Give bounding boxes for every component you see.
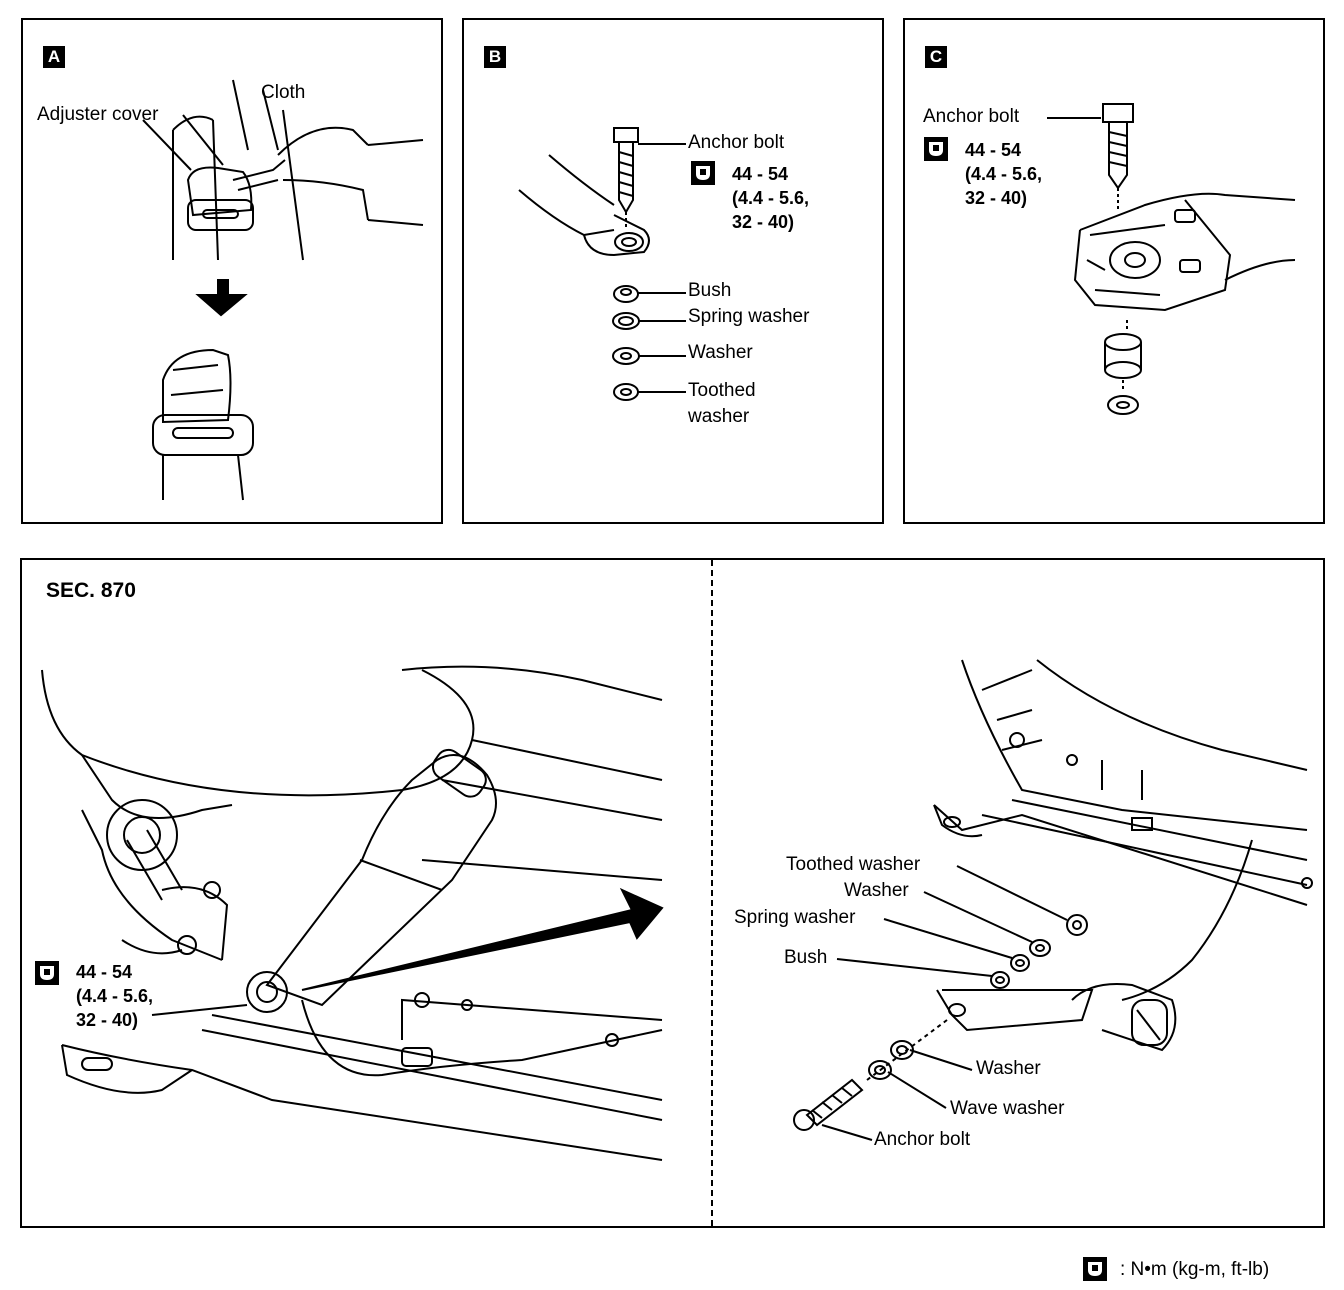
torque-spec-b: 44 - 54 (4.4 - 5.6, 32 - 40) xyxy=(732,162,809,234)
spring-washer-label-main: Spring washer xyxy=(734,907,856,928)
anchor-bolt-exploded-b xyxy=(518,127,686,401)
torque-c-line1: 44 - 54 xyxy=(965,140,1022,160)
washer-label-lower: Washer xyxy=(976,1058,1041,1079)
torque-b-line3: 32 - 40) xyxy=(732,212,795,232)
torque-c-line2: (4.4 - 5.6, xyxy=(965,164,1043,184)
spring-washer-label: Spring washer xyxy=(688,306,810,327)
torque-main-line3: 32 - 40) xyxy=(76,1010,139,1030)
bush-label-main: Bush xyxy=(784,947,828,968)
toothed-washer-label-1: Toothed xyxy=(688,380,756,401)
anchor-exploded-illustration xyxy=(793,659,1313,1141)
toothed-washer-label-2: washer xyxy=(688,406,750,427)
wave-washer-label: Wave washer xyxy=(950,1098,1065,1119)
toothed-washer-label-main: Toothed washer xyxy=(786,854,921,875)
seat-belt-buckle-illustration xyxy=(41,665,664,1161)
torque-wrench-icon xyxy=(923,136,949,162)
panel-a: A Adjuster cover Cloth xyxy=(21,18,443,524)
anchor-bolt-label-c: Anchor bolt xyxy=(923,106,1020,127)
panel-divider xyxy=(711,560,713,1226)
bush-label: Bush xyxy=(688,280,732,301)
units-legend: : N•m (kg-m, ft-lb) xyxy=(1120,1259,1270,1280)
washer-label: Washer xyxy=(688,342,753,363)
torque-spec-main: 44 - 54 (4.4 - 5.6, 32 - 40) xyxy=(76,960,153,1032)
torque-b-line2: (4.4 - 5.6, xyxy=(732,188,810,208)
panel-b: B Anchor bolt 44 - 54 (4.4 - 5.6, 32 - 4… xyxy=(462,18,884,524)
torque-main-line2: (4.4 - 5.6, xyxy=(76,986,154,1006)
anchor-bolt-label-main: Anchor bolt xyxy=(874,1129,971,1150)
torque-c-line3: 32 - 40) xyxy=(965,188,1028,208)
adjuster-cover-label: Adjuster cover xyxy=(37,104,159,125)
washer-label-upper: Washer xyxy=(844,880,909,901)
panel-c: C Anchor bolt 44 - 54 (4.4 - 5.6, 32 - 4… xyxy=(903,18,1325,524)
torque-spec-c: 44 - 54 (4.4 - 5.6, 32 - 40) xyxy=(965,138,1042,210)
torque-main-line1: 44 - 54 xyxy=(76,962,133,982)
anchor-bolt-label: Anchor bolt xyxy=(688,132,785,153)
cloth-label: Cloth xyxy=(261,82,306,103)
anchor-bolt-exploded-c xyxy=(1047,103,1296,415)
panel-a-tag: A xyxy=(43,46,65,68)
panel-c-tag: C xyxy=(925,46,947,68)
torque-wrench-icon xyxy=(1082,1256,1108,1282)
torque-wrench-icon xyxy=(34,960,60,986)
panel-b-tag: B xyxy=(484,46,506,68)
adjuster-illustration xyxy=(142,79,424,501)
torque-wrench-icon xyxy=(690,160,716,186)
section-label: SEC. 870 xyxy=(46,579,136,602)
torque-b-line1: 44 - 54 xyxy=(732,164,789,184)
panel-main: SEC. 870 44 - 54 (4.4 - 5.6, 32 - 40) xyxy=(20,558,1325,1228)
